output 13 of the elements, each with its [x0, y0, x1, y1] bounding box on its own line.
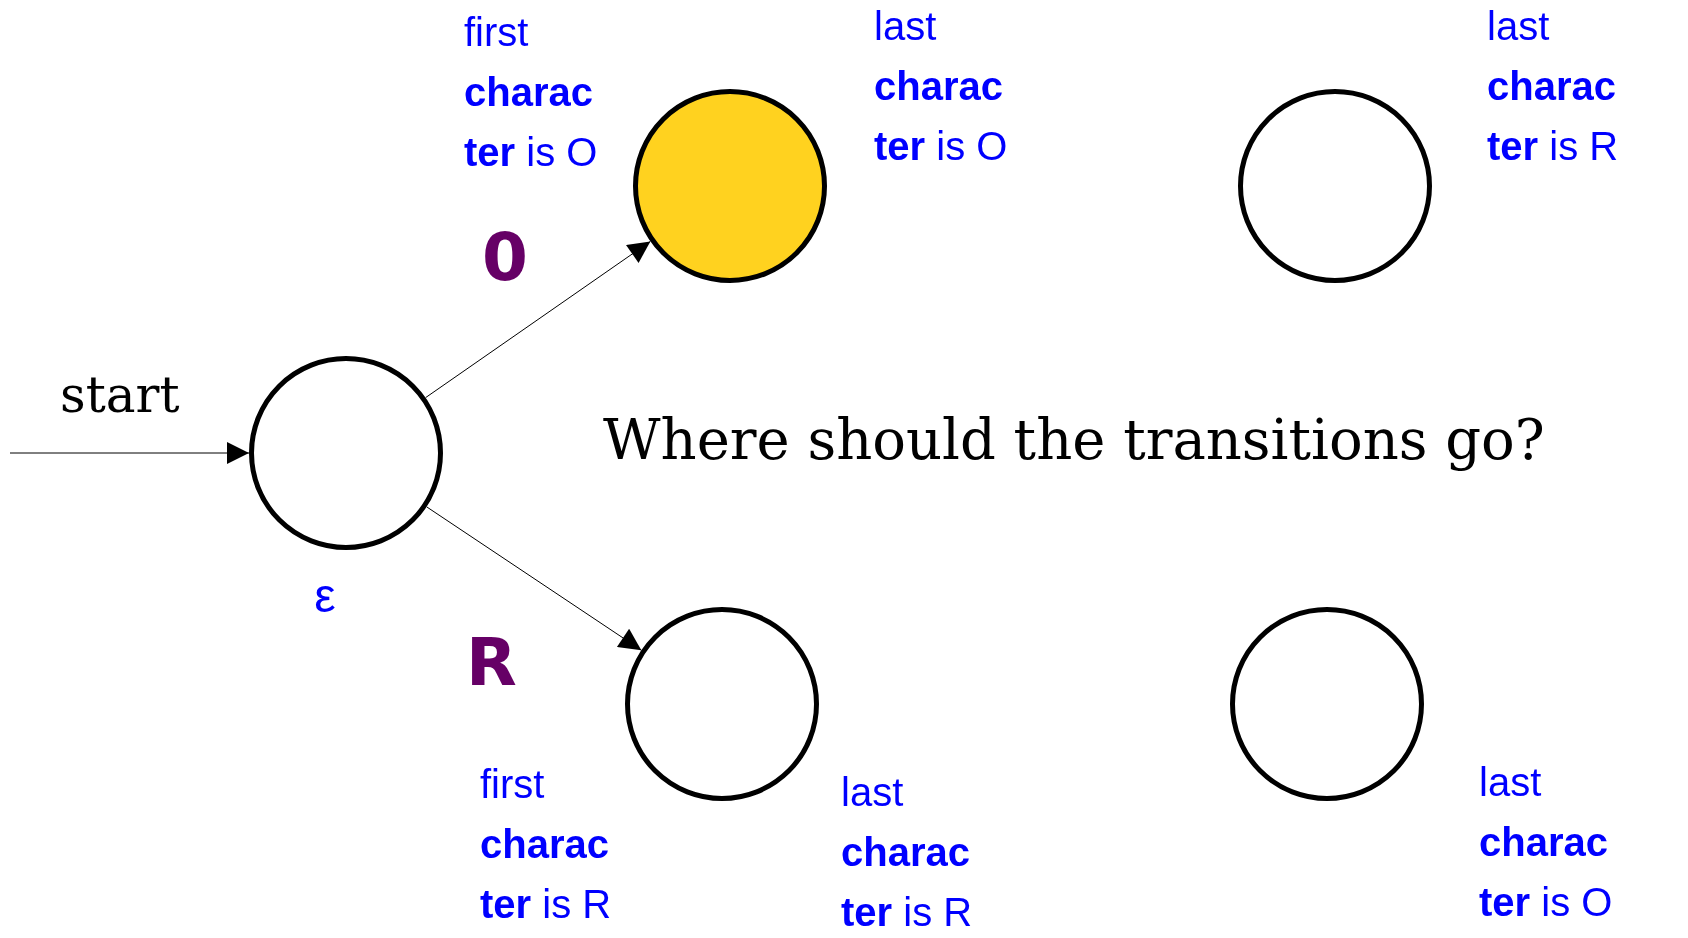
- state-note: first charac ter is R: [480, 761, 613, 928]
- edge-label: R: [466, 630, 517, 696]
- state-note: first charac ter is O: [464, 9, 599, 176]
- arrow: [9, 442, 250, 464]
- edge-label: start: [60, 370, 180, 420]
- state-note: last charac ter is R: [841, 769, 974, 936]
- state-note: last charac ter is R: [1487, 3, 1620, 170]
- state-note: last charac ter is O: [874, 3, 1009, 170]
- arrow: [425, 240, 651, 399]
- edge-label: 0: [482, 225, 528, 291]
- state-name: ε: [314, 572, 336, 620]
- state-note: last charac ter is O: [1479, 759, 1614, 926]
- arrow: [426, 506, 642, 651]
